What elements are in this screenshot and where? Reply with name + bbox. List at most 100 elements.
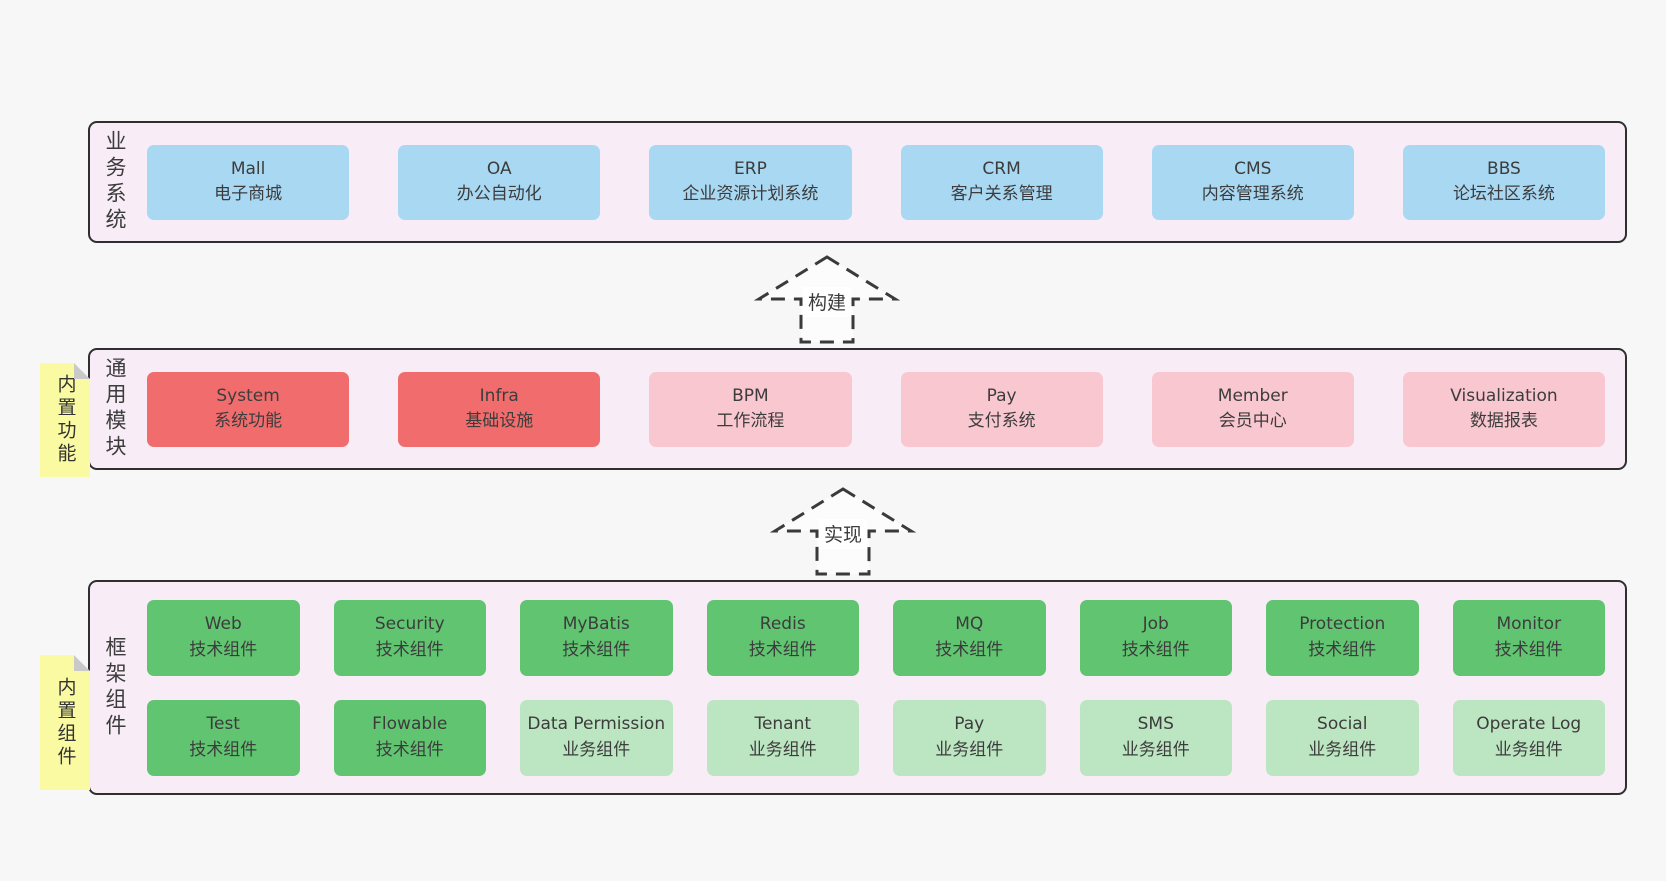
box-desc: 客户关系管理 (950, 184, 1053, 204)
box-name: Member (1217, 385, 1288, 406)
box-protection: Protection 技术组件 (1266, 599, 1419, 676)
box-name: ERP (734, 158, 767, 179)
box-name: Web (204, 614, 242, 634)
box-name: OA (486, 158, 512, 179)
box-name: Tenant (754, 714, 812, 734)
business-systems-boxes: Mall 电子商城 OA 办公自动化 ERP 企业资源计划系统 CRM 客户关系管理 CMS 内容… (147, 144, 1606, 220)
build-arrow: 构建 (752, 254, 902, 346)
box-name: Monitor (1496, 614, 1562, 634)
built-in-features-note: 内置功能 (40, 363, 90, 477)
box-pay: Pay 业务组件 (893, 699, 1046, 776)
box-name: CMS (1234, 158, 1272, 179)
box-desc: 业务组件 (1494, 739, 1563, 760)
box-desc: 业务组件 (1308, 739, 1377, 760)
business-systems-label: 业务系统 (103, 130, 127, 234)
box-name: Visualization (1450, 385, 1558, 406)
box-desc: 技术组件 (1121, 639, 1190, 660)
box-name: CRM (982, 158, 1021, 179)
box-desc: 论坛社区系统 (1452, 184, 1555, 204)
box-bpm: BPM 工作流程 (649, 371, 852, 447)
box-name: BBS (1487, 158, 1521, 179)
box-name: Security (374, 614, 445, 634)
box-name: BPM (732, 385, 769, 406)
box-desc: 业务组件 (935, 739, 1004, 760)
box-desc: 技术组件 (562, 639, 631, 660)
box-desc: 技术组件 (1494, 639, 1563, 660)
box-desc: 技术组件 (1308, 639, 1377, 660)
built-in-features-note-text: 内置功能 (54, 374, 77, 466)
box-desc: 内容管理系统 (1201, 184, 1304, 204)
box-social: Social 业务组件 (1266, 699, 1419, 776)
box-name: Flowable (372, 714, 448, 734)
common-modules-label: 通用模块 (103, 357, 127, 461)
box-name: Social (1317, 714, 1368, 734)
common-modules-panel: 通用模块 System 系统功能 Infra 基础设施 BPM 工作流程 Pay 支付系统 Me… (88, 348, 1627, 470)
box-web: Web 技术组件 (147, 599, 300, 676)
built-in-components-note: 内置组件 (40, 655, 90, 790)
box-name: Protection (1299, 614, 1386, 634)
box-name: Pay (954, 714, 985, 734)
box-desc: 技术组件 (189, 739, 258, 760)
box-job: Job 技术组件 (1079, 599, 1232, 676)
box-desc: 业务组件 (748, 739, 817, 760)
box-erp: ERP 企业资源计划系统 (649, 144, 852, 220)
box-name: Redis (759, 614, 806, 634)
box-name: Test (206, 714, 240, 734)
box-desc: 办公自动化 (456, 184, 542, 204)
box-name: Job (1142, 614, 1169, 634)
box-crm: CRM 客户关系管理 (900, 144, 1103, 220)
business-systems-panel: 业务系统 Mall 电子商城 OA 办公自动化 ERP 企业资源计划系统 CRM 客户关系管理… (88, 121, 1627, 243)
box-redis: Redis 技术组件 (706, 599, 859, 676)
box-pay: Pay 支付系统 (900, 371, 1103, 447)
box-mq: MQ 技术组件 (893, 599, 1046, 676)
box-desc: 技术组件 (375, 739, 444, 760)
box-desc: 会员中心 (1218, 411, 1287, 431)
implement-arrow-label: 实现 (824, 524, 862, 546)
box-mall: Mall 电子商城 (147, 144, 350, 220)
box-flowable: Flowable 技术组件 (333, 699, 486, 776)
box-desc: 支付系统 (967, 411, 1036, 431)
box-desc: 电子商城 (214, 184, 283, 204)
box-desc: 数据报表 (1469, 411, 1538, 431)
box-desc: 基础设施 (465, 411, 534, 431)
built-in-components-note-text: 内置组件 (54, 676, 77, 769)
box-desc: 技术组件 (748, 639, 817, 660)
box-desc: 工作流程 (716, 411, 785, 431)
box-test: Test 技术组件 (147, 699, 300, 776)
box-infra: Infra 基础设施 (398, 371, 601, 447)
box-name: Operate Log (1476, 714, 1582, 734)
framework-components-label: 框架组件 (103, 635, 127, 740)
box-tenant: Tenant 业务组件 (706, 699, 859, 776)
box-cms: CMS 内容管理系统 (1151, 144, 1354, 220)
box-desc: 技术组件 (189, 639, 258, 660)
box-name: SMS (1137, 714, 1174, 734)
box-name: MQ (955, 614, 984, 634)
box-name: Pay (986, 385, 1017, 406)
box-security: Security 技术组件 (333, 599, 486, 676)
common-modules-boxes: System 系统功能 Infra 基础设施 BPM 工作流程 Pay 支付系统 Member 会… (147, 371, 1606, 447)
box-name: Data Permission (527, 714, 666, 734)
box-desc: 业务组件 (1121, 739, 1190, 760)
box-desc: 技术组件 (375, 639, 444, 660)
box-operate-log: Operate Log 业务组件 (1452, 699, 1605, 776)
box-system: System 系统功能 (147, 371, 350, 447)
box-oa: OA 办公自动化 (398, 144, 601, 220)
box-sms: SMS 业务组件 (1079, 699, 1232, 776)
box-desc: 系统功能 (214, 411, 283, 431)
box-member: Member 会员中心 (1151, 371, 1354, 447)
box-name: System (216, 385, 280, 406)
box-desc: 企业资源计划系统 (682, 184, 819, 204)
box-mybatis: MyBatis 技术组件 (520, 599, 673, 676)
box-monitor: Monitor 技术组件 (1452, 599, 1605, 676)
box-desc: 技术组件 (935, 639, 1004, 660)
box-name: Mall (230, 158, 266, 179)
box-bbs: BBS 论坛社区系统 (1402, 144, 1606, 220)
box-visualization: Visualization 数据报表 (1402, 371, 1606, 447)
implement-arrow: 实现 (768, 486, 918, 578)
box-name: Infra (479, 385, 519, 406)
box-name: MyBatis (562, 614, 630, 634)
